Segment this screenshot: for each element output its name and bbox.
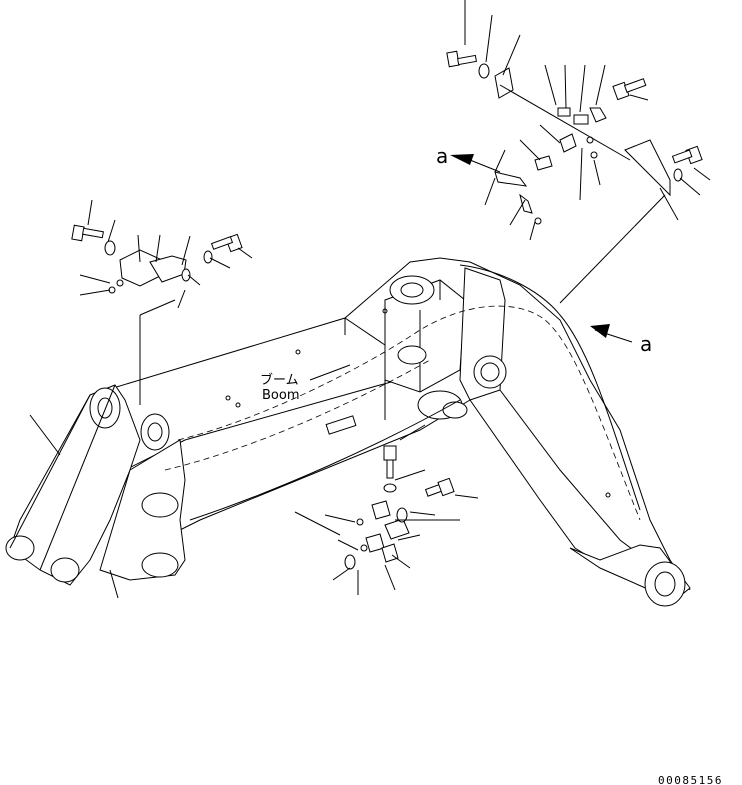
hex-bolt-icon: [446, 50, 477, 68]
view-label-a-right: a: [640, 332, 652, 356]
boom-label-english: Boom: [262, 388, 300, 403]
arrow-icon: [450, 154, 501, 173]
detail-left-upper: [71, 199, 253, 309]
arrow-icon: [590, 324, 633, 343]
detail-view-a: [446, 0, 711, 241]
boom-structure: [5, 257, 691, 607]
leader-lines: [29, 194, 666, 599]
detail-lower-middle: [324, 424, 479, 595]
view-label-a-top: a: [436, 144, 448, 168]
grease-hoses: [164, 264, 641, 521]
drawing-number: 00085156: [658, 774, 723, 785]
boom-label-japanese: ブーム: [260, 372, 299, 388]
round-washer-icon: [478, 63, 490, 79]
